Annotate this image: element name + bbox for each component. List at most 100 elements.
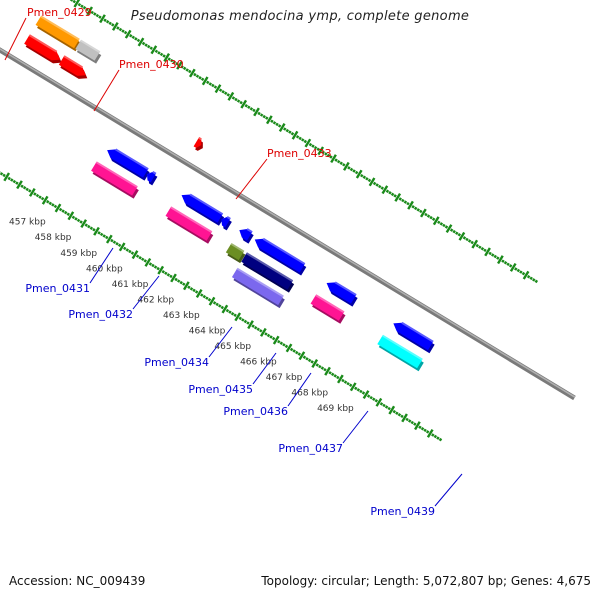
ruler-minor-tick xyxy=(97,231,101,235)
gene-label-group[interactable]: Pmen_0434 xyxy=(144,326,233,369)
gene-feature[interactable] xyxy=(107,148,150,181)
gene-feature[interactable] xyxy=(239,228,254,244)
gene-feature[interactable] xyxy=(146,170,158,186)
ruler-minor-tick xyxy=(7,176,11,181)
ruler-minor-tick xyxy=(208,82,213,86)
ruler-minor-tick xyxy=(506,262,510,267)
ruler-minor-tick xyxy=(35,193,40,198)
leader-line xyxy=(132,275,160,310)
gene-highlight xyxy=(198,136,202,141)
gene-feature[interactable] xyxy=(231,267,285,309)
ruler-minor-tick xyxy=(480,247,485,251)
ruler-minor-tick xyxy=(175,62,179,66)
ruler-minor-tick xyxy=(28,189,32,193)
ruler-minor-tick xyxy=(244,103,248,108)
ruler-minor-tick xyxy=(179,280,183,285)
ruler-minor-tick xyxy=(444,225,449,229)
ruler-minor-tick xyxy=(213,85,218,89)
gene-label-group[interactable]: Pmen_0433 xyxy=(235,147,332,200)
ruler-minor-tick xyxy=(406,201,410,206)
ruler-major-tick xyxy=(93,226,100,236)
ruler-minor-tick xyxy=(185,68,189,72)
gene-highlight xyxy=(401,321,434,343)
gene-feature[interactable] xyxy=(377,334,424,372)
gene-highlight xyxy=(236,267,284,298)
gene-label-group[interactable]: Pmen_0437 xyxy=(278,410,369,455)
gene-feature[interactable] xyxy=(310,294,346,324)
gene-label-group[interactable]: Pmen_0439 xyxy=(370,473,463,518)
gene-label[interactable]: Pmen_0430 xyxy=(119,58,184,71)
gene-feature[interactable] xyxy=(165,206,214,244)
ruler-minor-tick xyxy=(501,259,505,263)
ruler-minor-tick xyxy=(284,344,289,349)
ruler-minor-tick xyxy=(366,394,371,398)
ruler-major-tick xyxy=(80,219,88,229)
gene-highlight xyxy=(334,281,357,296)
ruler-minor-tick xyxy=(275,122,279,127)
ruler-minor-tick xyxy=(22,186,27,190)
gene-label[interactable]: Pmen_0436 xyxy=(223,405,288,418)
gene-label-group[interactable]: Pmen_0435 xyxy=(188,352,277,396)
gene-feature[interactable] xyxy=(24,34,62,64)
ruler-minor-tick xyxy=(277,339,281,344)
gene-feature[interactable] xyxy=(254,237,307,276)
ruler-minor-tick xyxy=(226,93,230,97)
gene-feature[interactable] xyxy=(91,161,139,199)
ruler-minor-tick xyxy=(289,347,294,352)
gene-feature[interactable] xyxy=(241,252,295,293)
ruler-minor-tick xyxy=(431,433,435,437)
gene-label-group[interactable]: Pmen_0436 xyxy=(223,372,312,418)
gene-feature[interactable] xyxy=(35,15,81,52)
ruler-major-tick xyxy=(253,107,260,117)
gene-label-group[interactable]: Pmen_0430 xyxy=(93,58,184,112)
ruler-major-tick xyxy=(73,0,81,8)
gene-feature[interactable] xyxy=(75,39,102,64)
gene-label[interactable]: Pmen_0434 xyxy=(144,356,209,369)
ruler-minor-tick xyxy=(236,99,241,103)
gene-body xyxy=(239,228,253,241)
ruler-major-tick xyxy=(201,76,209,86)
ruler-minor-tick xyxy=(234,97,238,102)
gene-feature[interactable] xyxy=(58,55,88,79)
gene-feature[interactable] xyxy=(181,193,225,226)
tick-label: 461 kbp xyxy=(112,280,149,290)
gene-label[interactable]: Pmen_0435 xyxy=(188,383,253,396)
gene-label[interactable]: Pmen_0439 xyxy=(370,505,435,518)
gene-feature[interactable] xyxy=(193,136,203,151)
ruler-minor-tick xyxy=(347,166,351,170)
ruler-minor-tick xyxy=(534,279,539,284)
ruler-minor-tick xyxy=(438,437,443,442)
ruler-major-tick xyxy=(240,99,248,109)
ruler-minor-tick xyxy=(413,206,418,211)
gene-label[interactable]: Pmen_0433 xyxy=(267,147,332,160)
gene-feature[interactable] xyxy=(326,281,358,307)
ruler-minor-tick xyxy=(349,167,354,172)
ruler-major-tick xyxy=(278,123,286,132)
gene-label-group[interactable]: Pmen_0432 xyxy=(68,275,160,321)
ruler-minor-tick xyxy=(243,319,248,324)
gene-feature[interactable] xyxy=(225,242,246,264)
ruler-minor-tick xyxy=(136,38,141,43)
ruler-minor-tick xyxy=(128,249,132,254)
gene-label-group[interactable]: Pmen_0431 xyxy=(25,247,114,295)
ruler-major-tick xyxy=(208,296,216,306)
gene-label[interactable]: Pmen_0437 xyxy=(278,442,343,455)
ruler-minor-tick xyxy=(218,88,223,92)
gene-body xyxy=(377,335,423,369)
ruler-minor-tick xyxy=(256,327,260,331)
ruler-minor-tick xyxy=(176,279,181,283)
gene-label[interactable]: Pmen_0431 xyxy=(25,282,90,295)
ruler-minor-tick xyxy=(211,83,215,88)
ruler-minor-tick xyxy=(400,414,404,419)
ruler-minor-tick xyxy=(307,358,312,363)
gene-feature[interactable] xyxy=(221,216,232,231)
gene-label-group[interactable]: Pmen_0429 xyxy=(4,6,92,61)
ruler-minor-tick xyxy=(64,210,68,215)
gene-feature[interactable] xyxy=(393,321,435,354)
ruler-major-tick xyxy=(426,428,434,438)
ruler-minor-tick xyxy=(521,271,526,276)
gene-label[interactable]: Pmen_0429 xyxy=(27,6,92,19)
gene-label[interactable]: Pmen_0432 xyxy=(68,308,133,321)
ruler-minor-tick xyxy=(483,248,487,253)
ruler-minor-tick xyxy=(452,229,456,234)
